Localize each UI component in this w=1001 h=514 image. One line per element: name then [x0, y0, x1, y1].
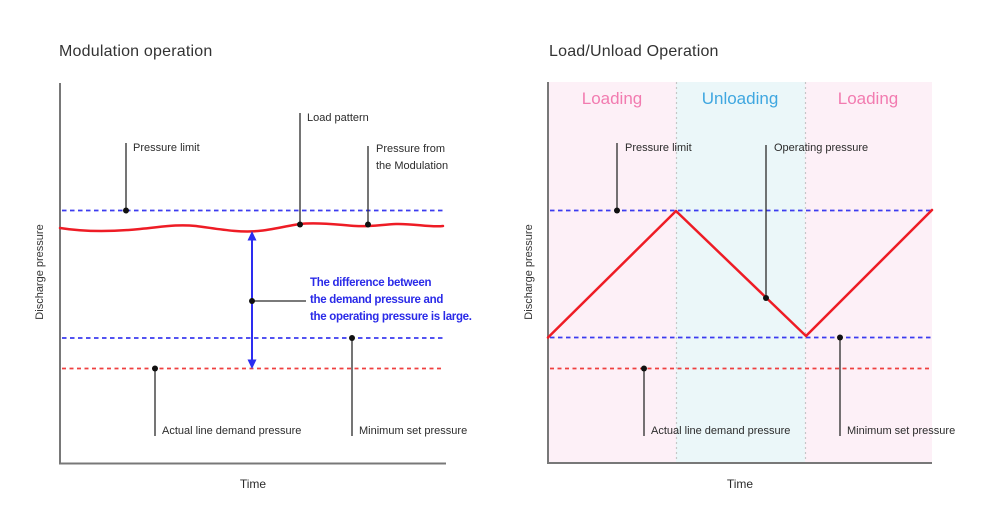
- load-unload-pressure-line: [546, 208, 934, 339]
- left-actual-demand-label: Actual line demand pressure: [162, 425, 302, 437]
- unloading-zone-label: Unloading: [701, 89, 779, 108]
- left-axes: [59, 83, 446, 465]
- difference-note: The difference between the demand pressu…: [310, 277, 472, 323]
- arrow-head-down: [247, 359, 257, 369]
- loading-zone-label-1: Loading: [581, 89, 643, 108]
- left-y-axis-label: Discharge pressure: [34, 224, 46, 320]
- right-chart-title: Load/Unload Operation: [549, 43, 719, 60]
- right-pointer-dots: [614, 207, 843, 372]
- load-pattern-label: Load pattern: [307, 112, 369, 124]
- loading-zone-label-2: Loading: [837, 89, 899, 108]
- right-y-axis-label: Discharge pressure: [523, 224, 535, 320]
- right-axes: [547, 82, 932, 464]
- left-chart-title: Modulation operation: [59, 43, 213, 60]
- modulation-pressure-curve: [58, 222, 445, 233]
- operating-pressure-label: Operating pressure: [774, 142, 869, 154]
- arrow-head-up: [247, 231, 257, 241]
- right-minimum-set-label: Minimum set pressure: [847, 425, 956, 437]
- pressure-from-modulation-label: Pressure from the Modulation: [376, 143, 449, 172]
- right-pointer-lines: [616, 143, 841, 436]
- modulation-chart-graphics: [58, 83, 446, 465]
- left-x-axis-label: Time: [239, 477, 267, 491]
- right-actual-demand-label: Actual line demand pressure: [651, 425, 791, 437]
- load-unload-chart-graphics: [546, 82, 934, 464]
- left-pressure-limit-label: Pressure limit: [133, 142, 200, 154]
- left-pointer-lines: [125, 113, 369, 436]
- right-x-axis-label: Time: [726, 477, 754, 491]
- left-minimum-set-label: Minimum set pressure: [359, 425, 468, 437]
- right-pressure-limit-label: Pressure limit: [625, 142, 692, 154]
- left-pointer-dots: [123, 207, 371, 372]
